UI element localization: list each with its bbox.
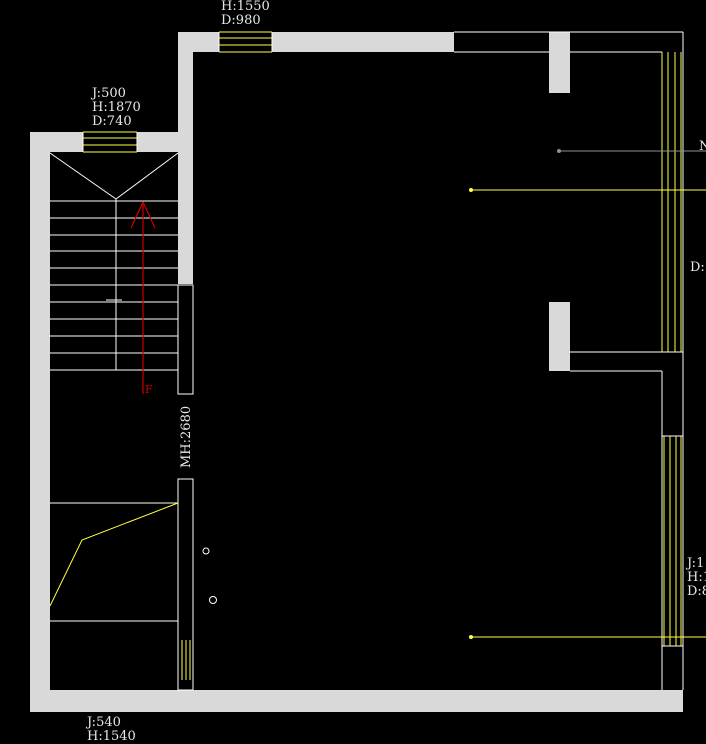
right-window-lower-label: J:1 H:1 D:8	[687, 557, 706, 599]
top-window-label: H:1550 D:980	[221, 0, 270, 28]
wall-inner-upper	[178, 32, 193, 284]
door-height-label: MH:2680	[179, 405, 194, 468]
wall-pillar-lower	[549, 302, 570, 371]
right-window-upper-label: D:	[690, 261, 705, 275]
label-j: J:540	[87, 715, 121, 730]
fixtures	[202, 149, 706, 639]
stair-window-label: J:500 H:1870 D:740	[92, 87, 141, 129]
wall-top-right-outline	[454, 31, 684, 690]
label-height: H:1870	[92, 100, 141, 115]
wall-left	[30, 132, 50, 712]
label-height: H:1540	[87, 729, 136, 744]
label-j: J:500	[92, 86, 126, 101]
window-top	[218, 31, 273, 53]
stair-up-arrow	[130, 201, 156, 394]
wall-bottom	[30, 690, 683, 712]
window-right-upper	[661, 52, 682, 352]
window-right-lower	[662, 435, 683, 647]
bottom-window-label: J:540 H:1540	[87, 716, 136, 744]
outlet-icon	[209, 596, 217, 604]
label-depth: D:8	[687, 584, 706, 599]
label-height: H:1550	[221, 0, 270, 14]
right-edge-mark: N	[699, 139, 706, 154]
label-depth: D:980	[221, 13, 261, 28]
label-depth: D:	[690, 260, 705, 275]
outlet-icon	[202, 547, 210, 555]
storage-area	[49, 502, 179, 622]
wall-pillar-upper	[549, 32, 570, 93]
label-height: H:1	[687, 570, 706, 585]
label-j: J:1	[687, 556, 705, 571]
window-stair	[82, 131, 138, 153]
staircase	[49, 152, 179, 371]
stair-up-mark: F	[145, 383, 153, 396]
partition	[177, 284, 194, 691]
label-depth: D:740	[92, 114, 132, 129]
